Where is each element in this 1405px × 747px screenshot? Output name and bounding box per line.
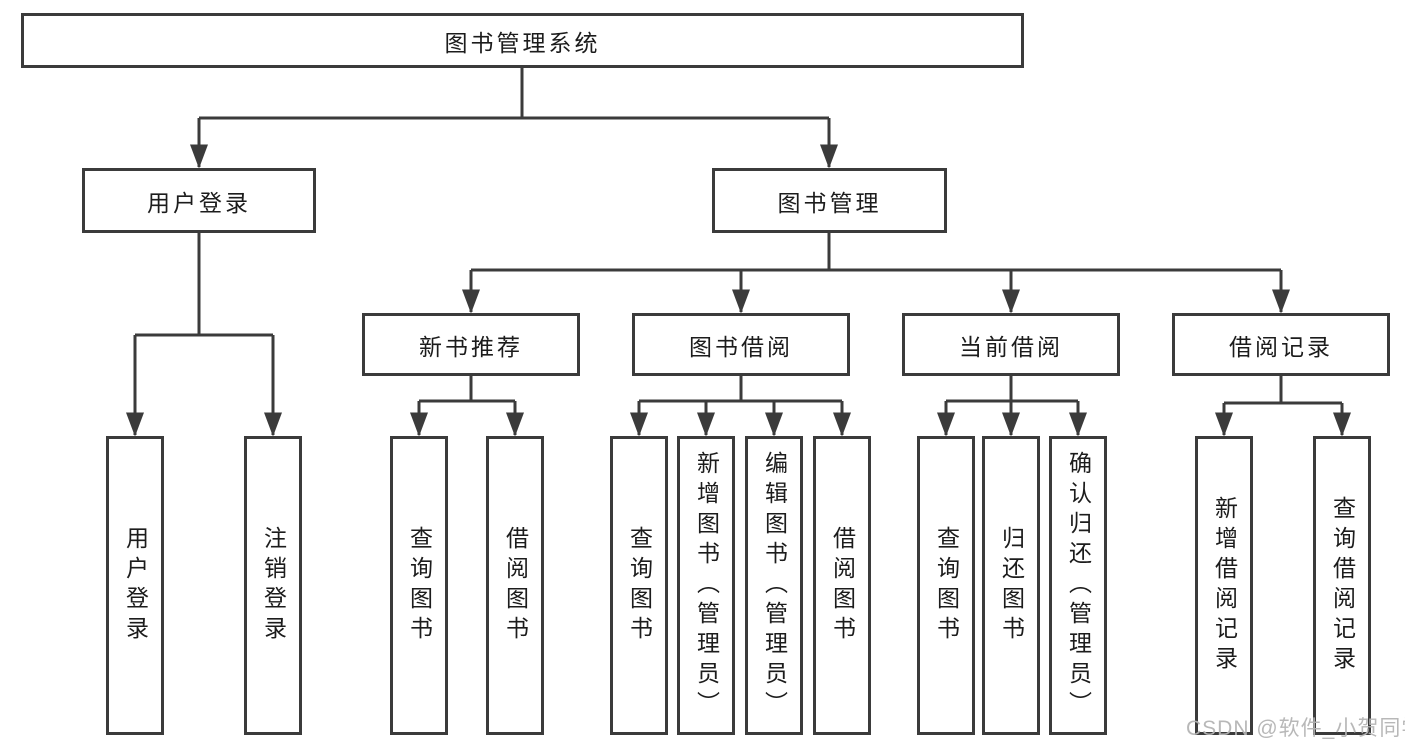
connector [419,376,515,403]
node-book-borrow-label: 图书借阅 [689,333,793,360]
leaf-logout-label: 注销登录 [260,525,287,646]
leaf-record-add-label: 新增借阅记录 [1211,495,1238,676]
leaf-newbook-query-label: 查询图书 [406,525,433,646]
node-current-borrow-label: 当前借阅 [959,333,1063,360]
connector [946,376,1078,403]
leaf-borrow-add-label: 新增图书（管理员） [693,450,720,721]
connector [639,376,842,403]
node-current-borrow: 当前借阅 [902,313,1120,376]
leaf-borrow-book-label: 借阅图书 [829,525,856,646]
leaf-current-confirm-label: 确认归还（管理员） [1065,450,1092,721]
connectors-group [126,68,1351,437]
node-new-book-label: 新书推荐 [419,333,523,360]
node-user-login: 用户登录 [82,168,316,233]
node-root: 图书管理系统 [21,13,1024,68]
leaf-record-query: 查询借阅记录 [1313,436,1371,735]
leaf-borrow-edit: 编辑图书（管理员） [745,436,803,735]
leaf-current-confirm: 确认归还（管理员） [1049,436,1107,735]
node-book-borrow: 图书借阅 [632,313,850,376]
connector [471,233,1281,272]
leaf-newbook-query: 查询图书 [390,436,448,735]
leaf-newbook-borrow-label: 借阅图书 [502,525,529,646]
leaf-logout: 注销登录 [244,436,302,735]
leaf-borrow-query: 查询图书 [610,436,668,735]
connector [1224,376,1342,405]
leaf-current-query-label: 查询图书 [933,525,960,646]
node-borrow-record-label: 借阅记录 [1229,333,1333,360]
leaf-user-login-label: 用户登录 [122,525,149,646]
leaf-current-return-label: 归还图书 [998,525,1025,646]
node-new-book: 新书推荐 [362,313,580,376]
connector [199,68,829,120]
leaf-borrow-query-label: 查询图书 [626,525,653,646]
leaf-record-query-label: 查询借阅记录 [1329,495,1356,676]
node-root-label: 图书管理系统 [444,29,601,56]
connector [135,233,273,337]
node-book-mgmt: 图书管理 [712,168,947,233]
leaf-current-return: 归还图书 [982,436,1040,735]
node-book-mgmt-label: 图书管理 [777,189,882,216]
leaf-borrow-book: 借阅图书 [813,436,871,735]
node-borrow-record: 借阅记录 [1172,313,1390,376]
leaf-newbook-borrow: 借阅图书 [486,436,544,735]
leaf-current-query: 查询图书 [917,436,975,735]
watermark: CSDN @软件_小贺同学 [1186,717,1405,740]
leaf-user-login: 用户登录 [106,436,164,735]
leaf-borrow-add: 新增图书（管理员） [677,436,735,735]
leaf-borrow-edit-label: 编辑图书（管理员） [761,450,788,721]
node-user-login-label: 用户登录 [147,189,251,216]
leaf-record-add: 新增借阅记录 [1195,436,1253,735]
